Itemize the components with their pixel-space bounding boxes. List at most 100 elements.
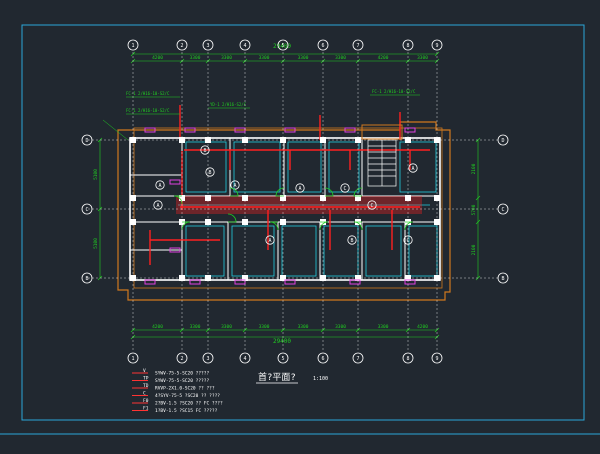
axis-bubble [497,272,509,284]
legend-symbol: TD [143,383,149,389]
axis-bubble [81,203,93,215]
axis-label: 2 [180,356,183,362]
axis-bubble [127,39,139,51]
dim-value: 3300 [221,324,232,330]
legend-symbol: V [143,368,146,374]
axis-label: 5 [281,356,284,362]
door-swing [173,195,183,205]
fixture [404,279,416,285]
outlet-label: B [350,238,353,244]
ceiling-fixtures [144,127,416,285]
axis-bubble [317,39,329,51]
dim-value: 3300 [259,55,270,61]
axis-bubble [127,352,139,364]
dim-value: 4200 [417,324,428,330]
fixture [169,247,181,253]
fixture [189,279,201,285]
dim-value: 3300 [298,324,309,330]
axis-label: 9 [435,356,438,362]
axis-label: 4 [243,43,246,49]
room-outline [281,225,317,277]
entrance-canopy [361,124,403,140]
room-outline [231,225,275,277]
dim-value: 3300 [259,324,270,330]
dim-value: 3300 [190,324,201,330]
dim-value: 4200 [152,55,163,61]
outlet-label: A [268,238,271,244]
callout-4: FC-1 2/H16-10-S2/C [126,108,170,113]
axis-label: 6 [321,43,324,49]
dim-value: 3300 [335,324,346,330]
axis-bubble [176,352,188,364]
axis-label: 9 [435,43,438,49]
axis-label: 5 [281,43,284,49]
axis-label: 3 [206,43,209,49]
room-outline [399,141,437,193]
dim-tick [475,219,481,225]
axis-label: 8 [406,43,409,49]
door-swing [404,221,414,231]
outlet-circle [295,183,305,193]
dim-value: 2100 [471,244,477,255]
legend-text: 2?BV-1.5 ?SC20 ?? FC ???? [155,401,223,407]
legend-text: 1?BV-1.5 ?SC15 FC ????? [155,408,218,414]
door-swing [227,213,237,223]
room-outline [185,225,225,277]
drawing-title: 首?平面? [258,371,296,383]
drawing-scale: 1:100 [313,376,328,382]
outlet-circle [230,180,240,190]
axis-label: 4 [243,356,246,362]
building-outline [117,121,451,301]
outlet-label: A [233,183,236,189]
outlet-label: B [203,148,206,154]
axis-bubble [402,39,414,51]
axis-bubble [277,39,289,51]
outlet-label: C [343,186,346,192]
fixture [344,127,356,133]
axis-bubble [202,39,214,51]
sheet-border [21,24,585,421]
dim-value: 3300 [417,55,428,61]
room-outline [287,141,322,193]
dim-value: 3300 [190,55,201,61]
dim-value: 3300 [378,324,389,330]
axis-label: 8 [406,356,409,362]
axis-bubble [497,203,509,215]
legend-symbol: F0 [143,398,149,404]
dim-value: 3300 [335,55,346,61]
axis-bubble [202,352,214,364]
door-swing [353,221,363,231]
door-swing [353,187,363,197]
fixture [284,279,296,285]
outlet-circle [265,235,275,245]
stair [367,139,397,187]
outlet-label: B [208,170,211,176]
outlet-label: A [156,203,159,209]
dim-value: 5100 [93,238,99,249]
outlet-circle [205,167,215,177]
legend-text: SYWV-75-5-SC20 ????? [155,371,209,377]
axis-bubble [239,352,251,364]
axis-label: C [85,207,88,213]
outlet-label: A [298,186,301,192]
fixture [404,127,416,133]
callout-1: FC-1 2/H16-10-S2/C [126,91,170,96]
room-outline [408,225,438,277]
fixture [144,127,156,133]
axis-label: D [501,138,504,144]
door-swing [229,187,239,197]
fixture [184,127,196,133]
room-outline [233,141,281,193]
dim-tick [475,195,481,201]
axis-label: B [85,276,88,282]
fixture [284,127,296,133]
legend-text: 4?SYV-75-5 ?SC20 ?? ???? [155,393,220,399]
cable-runs [149,105,430,265]
axis-bubble [317,352,329,364]
overall-dimension-top: 29400 [273,43,291,50]
axis-label: 2 [180,43,183,49]
door-swing [324,187,334,197]
